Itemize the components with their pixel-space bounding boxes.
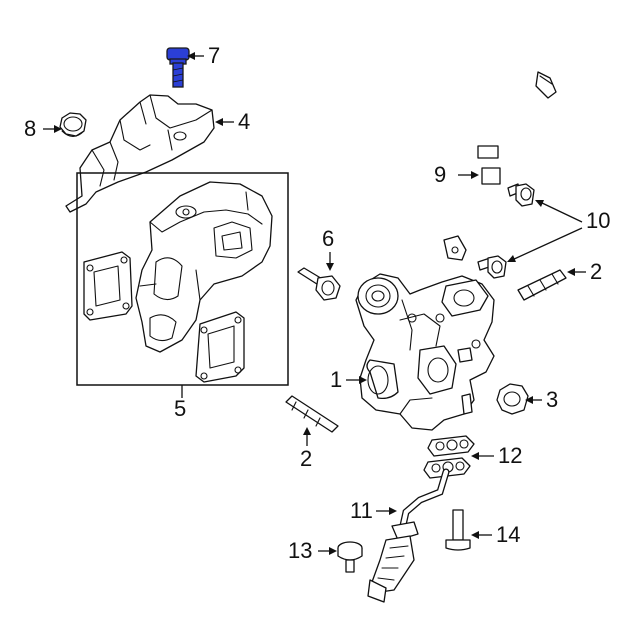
part-5-gasket-right[interactable] bbox=[195, 311, 245, 383]
callout-10[interactable]: 10 bbox=[586, 208, 611, 233]
part-8-nut[interactable] bbox=[59, 112, 87, 138]
leader-lines bbox=[43, 52, 586, 555]
callout-5[interactable]: 5 bbox=[174, 396, 187, 421]
part-12-gasket-upper[interactable] bbox=[427, 435, 475, 457]
callout-3[interactable]: 3 bbox=[546, 387, 559, 412]
callout-6[interactable]: 6 bbox=[322, 226, 335, 251]
callout-4[interactable]: 4 bbox=[238, 109, 251, 134]
part-5-gasket-left[interactable] bbox=[83, 251, 133, 321]
callout-14[interactable]: 14 bbox=[496, 522, 521, 547]
part-2-stud-right[interactable] bbox=[517, 269, 567, 301]
part-9-oil-feed-line[interactable] bbox=[443, 64, 557, 261]
callout-12[interactable]: 12 bbox=[498, 443, 523, 468]
callout-11[interactable]: 11 bbox=[350, 498, 373, 523]
part-10-banjo-bolt-lower[interactable] bbox=[477, 255, 507, 279]
part-7-bolt[interactable] bbox=[166, 47, 190, 88]
part-6-bolt[interactable] bbox=[297, 267, 341, 301]
part-14-bolt[interactable] bbox=[445, 509, 471, 551]
part-2-stud-left[interactable] bbox=[285, 395, 339, 433]
part-4-heat-shield[interactable] bbox=[65, 94, 215, 213]
part-10-banjo-bolt-upper[interactable] bbox=[507, 183, 535, 207]
callout-9[interactable]: 9 bbox=[434, 162, 447, 187]
callout-2-right[interactable]: 2 bbox=[590, 259, 603, 284]
callout-2-left[interactable]: 2 bbox=[300, 446, 313, 471]
part-13-bolt[interactable] bbox=[337, 541, 363, 573]
callout-1[interactable]: 1 bbox=[330, 367, 343, 392]
part-5-exhaust-manifold[interactable] bbox=[135, 181, 273, 353]
callout-13[interactable]: 13 bbox=[288, 538, 313, 563]
part-3-nut[interactable] bbox=[496, 383, 529, 415]
part-11-oil-return-tube[interactable] bbox=[367, 468, 450, 603]
callout-7[interactable]: 7 bbox=[208, 43, 221, 68]
callout-8[interactable]: 8 bbox=[24, 116, 37, 141]
part-1-turbocharger[interactable] bbox=[355, 273, 495, 431]
